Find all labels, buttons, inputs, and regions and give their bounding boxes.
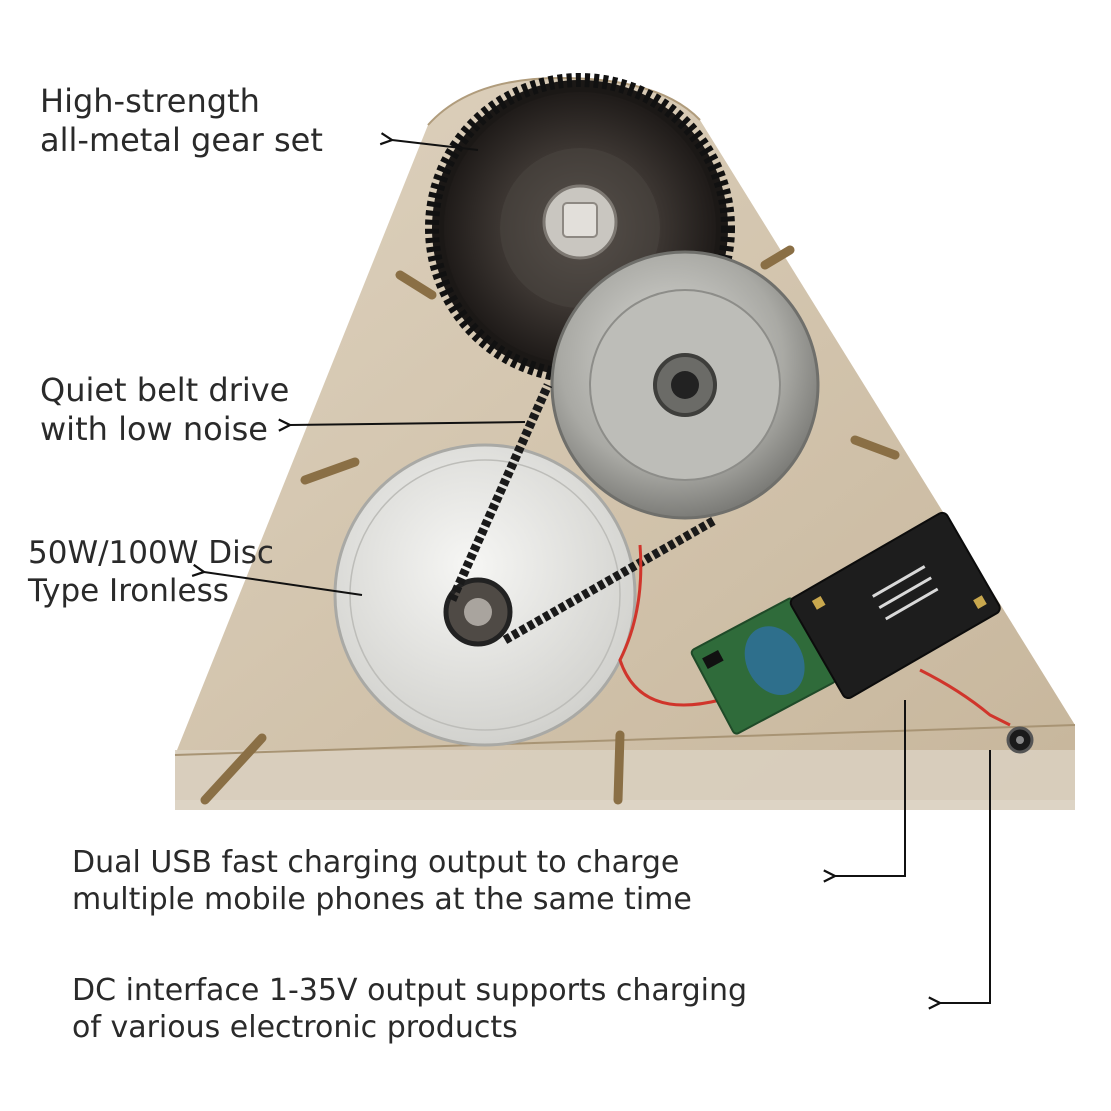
- red-wires: [618, 544, 1011, 727]
- motor-callout-line-1: 50W/100W Disc: [28, 535, 274, 571]
- belt-pulley: [550, 250, 820, 520]
- motor-callout-line-2: Type Ironless: [28, 572, 229, 609]
- belt-callout-line-1: Quiet belt drive: [40, 371, 290, 409]
- timing-belt: [447, 383, 718, 644]
- gear-callout-line-2: all-metal gear set: [40, 121, 323, 160]
- gear-arrow: [392, 140, 479, 151]
- dc-arrow: [940, 750, 991, 1003]
- gear-callout: High-strength all-metal gear set: [40, 82, 323, 160]
- gear-callout-line-1: High-strength: [40, 82, 260, 120]
- usb-callout-line-1: Dual USB fast charging output to charge: [72, 845, 680, 880]
- usb-arrow: [835, 700, 906, 876]
- motor-arrow: [204, 572, 363, 596]
- usb-board: [789, 511, 1001, 700]
- dc-callout-line-1: DC interface 1-35V output supports charg…: [72, 973, 748, 1008]
- standoff-posts: [200, 245, 900, 805]
- belt-callout-line-2: with low noise: [40, 410, 268, 449]
- belt-arrow: [290, 422, 526, 425]
- usb-callout: Dual USB fast charging output to charge …: [72, 845, 692, 918]
- dc-callout-line-2: of various electronic products: [72, 1009, 518, 1045]
- motor-callout: 50W/100W Disc Type Ironless: [28, 535, 274, 611]
- belt-callout: Quiet belt drive with low noise: [40, 371, 289, 449]
- usb-callout-line-2: multiple mobile phones at the same time: [72, 881, 692, 917]
- callout-arrows: [204, 140, 991, 1003]
- dc-callout: DC interface 1-35V output supports charg…: [72, 973, 747, 1046]
- dc-jack: [1006, 726, 1034, 754]
- disc-motor: [333, 443, 637, 747]
